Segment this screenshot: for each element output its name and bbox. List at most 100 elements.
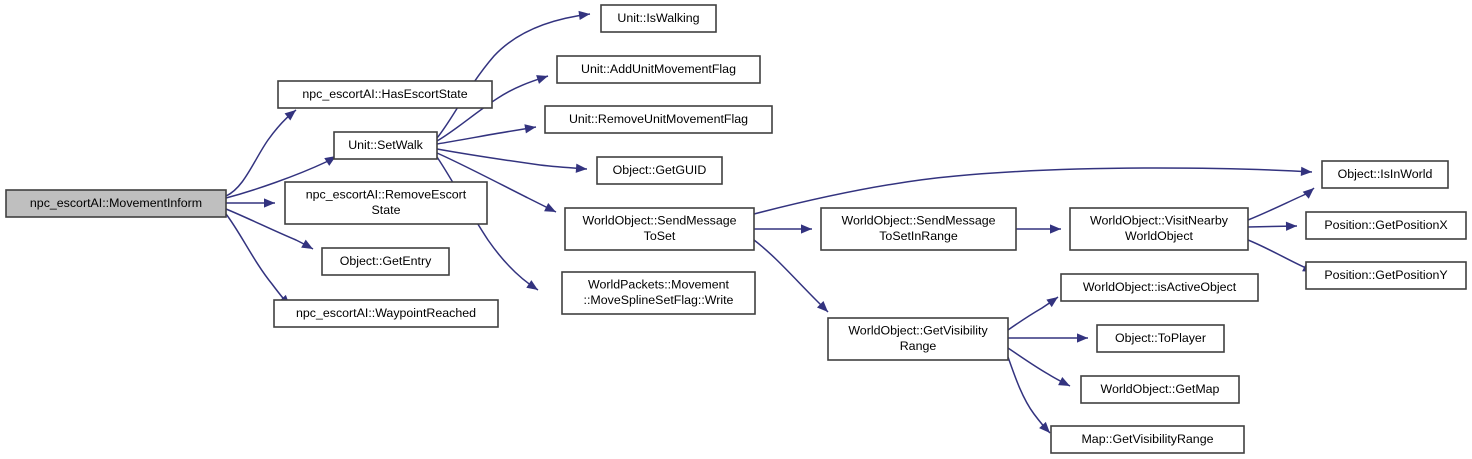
graph-node-map-getvisibilityrange[interactable]: Map::GetVisibilityRange bbox=[1050, 425, 1245, 454]
call-edge bbox=[1008, 333, 1088, 343]
node-box[interactable] bbox=[600, 4, 717, 33]
call-edge bbox=[226, 198, 275, 208]
edge-arrowhead bbox=[1046, 297, 1058, 308]
node-box[interactable] bbox=[1096, 324, 1225, 353]
node-label: npc_escortAI::HasEscortState bbox=[302, 87, 467, 101]
graph-node-unit-iswalking[interactable]: Unit::IsWalking bbox=[600, 4, 717, 33]
node-box[interactable] bbox=[1305, 261, 1467, 290]
node-box[interactable] bbox=[284, 181, 488, 225]
node-label: ::MoveSplineSetFlag::Write bbox=[584, 293, 734, 307]
graph-node-npc-escortai-movementinform[interactable]: npc_escortAI::MovementInform bbox=[5, 189, 227, 218]
edge-arrowhead bbox=[324, 156, 336, 166]
edge-arrowhead bbox=[578, 10, 590, 21]
graph-node-object-toplayer[interactable]: Object::ToPlayer bbox=[1096, 324, 1225, 353]
node-label: npc_escortAI::MovementInform bbox=[30, 196, 202, 210]
call-edge bbox=[225, 109, 297, 197]
call-edge bbox=[436, 152, 557, 213]
call-edge bbox=[1247, 221, 1298, 231]
node-label: Object::ToPlayer bbox=[1115, 331, 1206, 345]
call-edge bbox=[225, 155, 337, 199]
node-label: Map::GetVisibilityRange bbox=[1081, 432, 1213, 446]
node-label: npc_escortAI::RemoveEscort bbox=[306, 188, 467, 202]
nodes-layer: npc_escortAI::MovementInformnpc_escortAI… bbox=[5, 4, 1467, 454]
call-edge bbox=[753, 166, 1313, 215]
node-box[interactable] bbox=[1050, 425, 1245, 454]
node-box[interactable] bbox=[273, 299, 499, 328]
node-box[interactable] bbox=[561, 271, 756, 315]
node-label: Object::GetGUID bbox=[613, 163, 707, 177]
node-box[interactable] bbox=[321, 247, 450, 276]
node-box[interactable] bbox=[277, 80, 493, 109]
node-label: WorldObject::SendMessage bbox=[841, 214, 995, 228]
edge-line bbox=[436, 13, 591, 139]
node-box[interactable] bbox=[1305, 211, 1467, 240]
call-edge bbox=[753, 239, 829, 313]
node-box[interactable] bbox=[827, 317, 1009, 361]
edge-arrowhead bbox=[1077, 333, 1088, 343]
edge-line bbox=[1247, 239, 1315, 273]
node-label: WorldObject::GetMap bbox=[1101, 382, 1220, 396]
graph-node-position-getpositiony[interactable]: Position::GetPositionY bbox=[1305, 261, 1467, 290]
graph-node-worldobject-getvisibilityrange[interactable]: WorldObject::GetVisibilityRange bbox=[827, 317, 1009, 361]
edges-layer bbox=[225, 10, 1315, 434]
node-label: WorldObject bbox=[1125, 229, 1194, 243]
node-label: Range bbox=[900, 339, 937, 353]
edge-arrowhead bbox=[801, 224, 812, 234]
node-label: WorldPackets::Movement bbox=[588, 278, 729, 292]
node-box[interactable] bbox=[556, 55, 761, 84]
edge-arrowhead bbox=[816, 300, 828, 312]
call-edge bbox=[1016, 224, 1061, 234]
edge-arrowhead bbox=[1300, 166, 1312, 176]
graph-node-position-getpositionx[interactable]: Position::GetPositionX bbox=[1305, 211, 1467, 240]
node-box[interactable] bbox=[1069, 207, 1249, 251]
edge-arrowhead bbox=[1039, 421, 1050, 433]
graph-node-object-getguid[interactable]: Object::GetGUID bbox=[596, 156, 723, 185]
node-box[interactable] bbox=[5, 189, 227, 218]
node-label: WorldObject::VisitNearby bbox=[1090, 214, 1229, 228]
node-box[interactable] bbox=[820, 207, 1017, 251]
node-box[interactable] bbox=[596, 156, 723, 185]
node-label: Unit::AddUnitMovementFlag bbox=[581, 62, 736, 76]
call-edge bbox=[225, 213, 291, 307]
call-edge bbox=[1007, 347, 1071, 387]
edge-line bbox=[436, 148, 588, 170]
node-label: Unit::RemoveUnitMovementFlag bbox=[569, 112, 748, 126]
call-edge bbox=[225, 208, 314, 250]
node-box[interactable] bbox=[564, 207, 755, 251]
edge-arrowhead bbox=[264, 198, 275, 208]
node-box[interactable] bbox=[1060, 273, 1259, 302]
edge-line bbox=[753, 239, 829, 313]
graph-node-unit-addunitmovementflag[interactable]: Unit::AddUnitMovementFlag bbox=[556, 55, 761, 84]
call-edge bbox=[436, 124, 537, 145]
graph-node-npc-escortai-waypointreached[interactable]: npc_escortAI::WaypointReached bbox=[273, 299, 499, 328]
call-edge bbox=[1007, 356, 1051, 434]
node-label: Object::IsInWorld bbox=[1338, 167, 1433, 181]
node-label: WorldObject::isActiveObject bbox=[1083, 280, 1237, 294]
node-box[interactable] bbox=[544, 105, 773, 134]
node-box[interactable] bbox=[1321, 160, 1449, 189]
graph-node-worldobject-getmap[interactable]: WorldObject::GetMap bbox=[1080, 375, 1240, 404]
node-box[interactable] bbox=[333, 131, 438, 160]
call-edge bbox=[436, 148, 588, 173]
graph-node-worldpackets-movement-movesplinesetflag-write[interactable]: WorldPackets::Movement::MoveSplineSetFla… bbox=[561, 271, 756, 315]
node-label: Position::GetPositionY bbox=[1324, 268, 1447, 282]
node-label: State bbox=[372, 203, 401, 217]
node-label: ToSetInRange bbox=[879, 229, 958, 243]
edge-arrowhead bbox=[526, 280, 538, 290]
call-edge bbox=[754, 224, 812, 234]
edge-arrowhead bbox=[575, 163, 587, 173]
graph-node-unit-setwalk[interactable]: Unit::SetWalk bbox=[333, 131, 438, 160]
graph-node-npc-escortai-hasescortstate[interactable]: npc_escortAI::HasEscortState bbox=[277, 80, 493, 109]
graph-node-object-getentry[interactable]: Object::GetEntry bbox=[321, 247, 450, 276]
call-edge bbox=[436, 156, 539, 291]
node-label: WorldObject::SendMessage bbox=[582, 214, 736, 228]
edge-arrowhead bbox=[284, 110, 296, 121]
node-box[interactable] bbox=[1080, 375, 1240, 404]
graph-node-worldobject-isactiveobject[interactable]: WorldObject::isActiveObject bbox=[1060, 273, 1259, 302]
graph-node-object-isinworld[interactable]: Object::IsInWorld bbox=[1321, 160, 1449, 189]
graph-node-unit-removeunitmovementflag[interactable]: Unit::RemoveUnitMovementFlag bbox=[544, 105, 773, 134]
